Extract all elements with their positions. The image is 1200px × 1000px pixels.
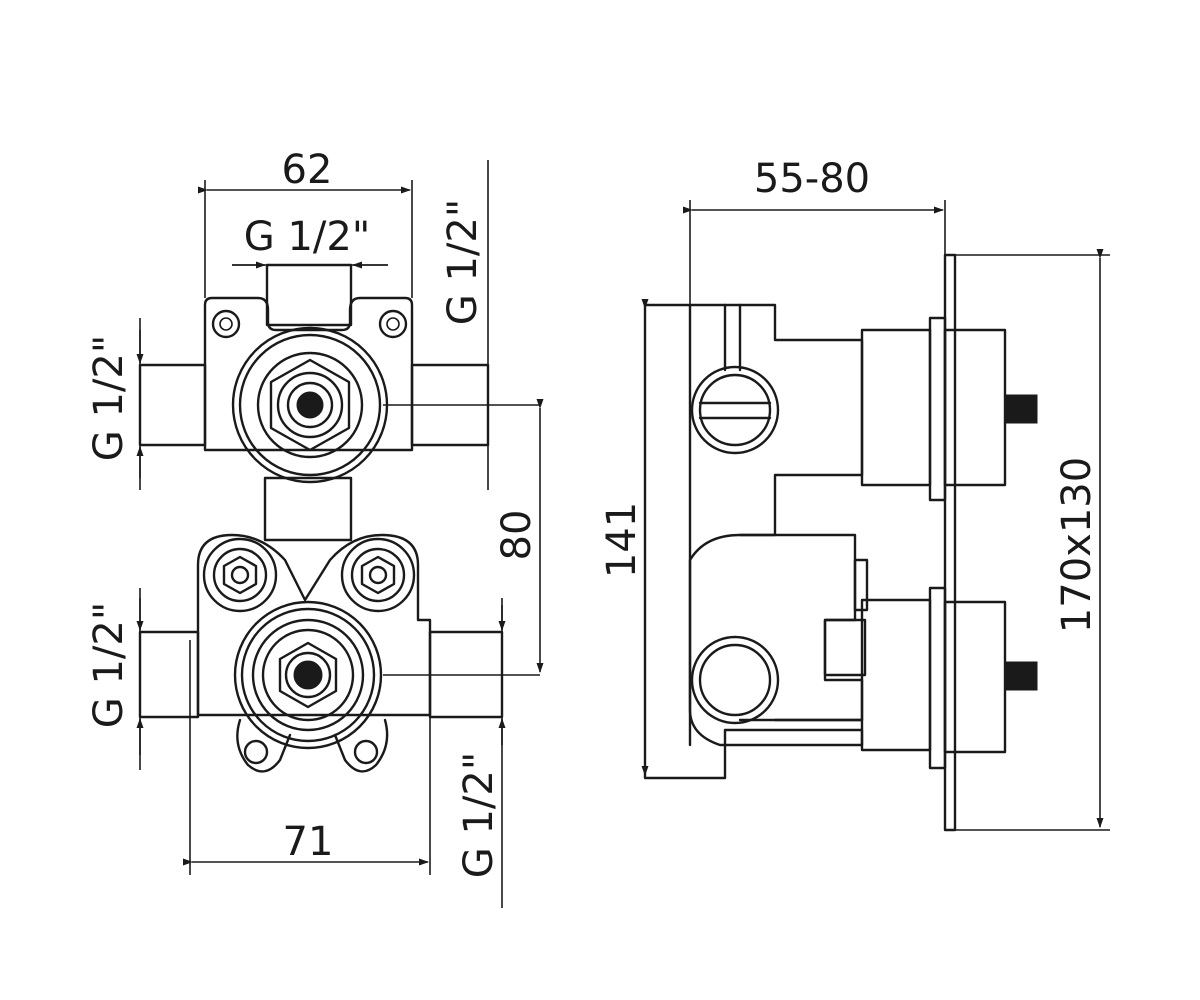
dim-71-label: 71 [283,819,334,865]
dim-right-bottom-label: G 1/2" [456,752,502,878]
upper-right-screw-hole [378,309,408,339]
upper-valve-body [860,328,932,487]
lower-cartridge [233,600,383,750]
dim-141-label: 141 [599,502,645,578]
lower-spindle [1004,661,1038,691]
right-check-valve [340,537,416,613]
lower-left-screw-hole [243,739,269,765]
lower-body-plate [196,533,432,717]
side-upper-port [690,303,780,455]
side-lower-port [690,635,780,725]
dim-62-label: 62 [282,147,333,193]
upper-spindle [1004,394,1038,424]
dim-right-top-label: G 1/2" [440,199,486,325]
upper-left-screw-hole [211,309,241,339]
dim-left-top-label: G 1/2" [86,335,132,461]
side-view: 55-80 141 170x130 [599,156,1110,832]
left-check-valve [202,537,278,613]
dim-170x130-label: 170x130 [1054,457,1100,633]
dim-top-inlet-label: G 1/2" [244,214,370,260]
upper-left-pipe [138,363,207,447]
front-view: 62 G 1/2" G 1/2" G 1/2" G 1/2" G 1/2" 80 [86,147,544,908]
body-neck [263,476,353,542]
dim-left-bottom-label: G 1/2" [86,602,132,728]
wall-plate [943,253,957,832]
side-body [643,303,864,780]
top-inlet-stub [265,263,353,327]
dim-55-80-label: 55-80 [754,156,870,202]
lower-right-screw-hole [353,739,379,765]
upper-cartridge [231,326,389,484]
upper-body-plate [203,296,414,452]
lower-valve-body [860,598,932,752]
dim-80-label: 80 [494,510,540,561]
